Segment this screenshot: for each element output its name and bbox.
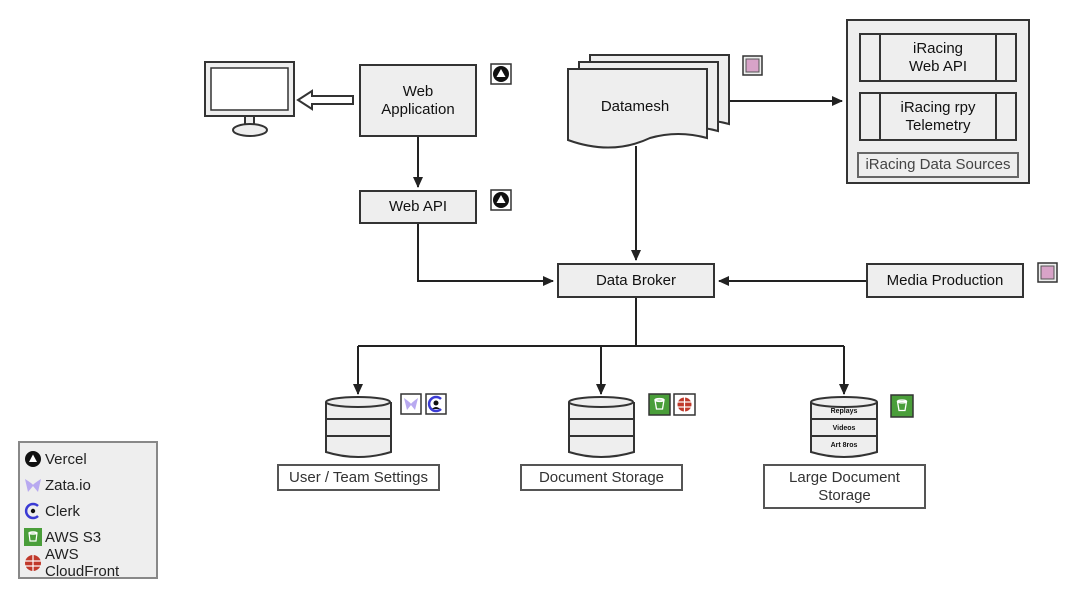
- large-db-row-art: Art 8ros: [831, 442, 858, 449]
- web-api-label: Web API: [388, 198, 448, 215]
- media-production-label: Media Production: [886, 271, 1004, 289]
- aws-cloudfront-icon: [24, 554, 42, 572]
- datamesh-shape: [567, 54, 730, 149]
- large-document-storage-line2: Storage: [818, 486, 871, 504]
- iracing-rpy-line2: Telemetry: [905, 116, 971, 134]
- hollow-arrow-to-monitor: [296, 89, 354, 111]
- iracing-data-sources-label: iRacing Data Sources: [857, 152, 1019, 178]
- legend-label-aws-cloudfront: AWS CloudFront: [45, 546, 120, 580]
- iracing-web-api-line2: Web API: [908, 57, 968, 75]
- monitor-icon: [204, 61, 295, 137]
- clerk-icon: [24, 502, 42, 520]
- arrow-webapi-to-broker: [417, 224, 554, 286]
- web-application-line2: Application: [381, 100, 455, 118]
- legend-item-clerk: Clerk: [24, 500, 80, 522]
- user-db-cylinder: [325, 396, 392, 458]
- zata-icon: [400, 393, 422, 415]
- document-db-cylinder: [568, 396, 635, 458]
- iracing-web-api-line1: iRacing: [912, 39, 964, 57]
- legend: Vercel Zata.io Clerk AWS S3 AWS CloudFro…: [18, 441, 158, 580]
- data-broker-node[interactable]: Data Broker: [557, 263, 715, 298]
- vercel-icon: [490, 189, 512, 211]
- legend-item-zata: Zata.io: [24, 474, 91, 496]
- pink-square-icon: [742, 55, 763, 76]
- clerk-icon: [425, 393, 447, 415]
- iracing-rpy-node[interactable]: iRacing rpy Telemetry: [859, 92, 1017, 141]
- media-production-node[interactable]: Media Production: [866, 263, 1024, 298]
- aws-s3-icon: [648, 393, 671, 416]
- large-db-row-videos: Videos: [833, 425, 856, 432]
- legend-label-aws-s3: AWS S3: [45, 528, 102, 546]
- iracing-rpy-line1: iRacing rpy: [900, 98, 976, 116]
- user-team-settings-label: User / Team Settings: [277, 464, 440, 491]
- vercel-icon: [490, 63, 512, 85]
- aws-s3-icon: [24, 528, 42, 546]
- iracing-data-sources-text: iRacing Data Sources: [865, 156, 1011, 173]
- legend-label-vercel: Vercel: [45, 450, 87, 468]
- large-db-cylinder: Replays Videos Art 8ros: [810, 396, 878, 458]
- web-application-node[interactable]: Web Application: [359, 64, 477, 137]
- large-document-storage-label: Large Document Storage: [763, 464, 926, 509]
- web-api-node[interactable]: Web API: [359, 190, 477, 224]
- iracing-web-api-node[interactable]: iRacing Web API: [859, 33, 1017, 82]
- legend-item-aws-cloudfront: AWS CloudFront: [24, 546, 156, 580]
- large-document-storage-line1: Large Document: [789, 468, 900, 486]
- document-storage-text: Document Storage: [538, 468, 665, 486]
- legend-item-aws-s3: AWS S3: [24, 526, 101, 548]
- datamesh-label: Datamesh: [600, 98, 670, 115]
- document-storage-label: Document Storage: [520, 464, 683, 491]
- zata-icon: [24, 476, 42, 494]
- data-broker-label: Data Broker: [595, 271, 677, 289]
- vercel-icon: [24, 450, 42, 468]
- pink-square-icon: [1037, 262, 1058, 283]
- legend-item-vercel: Vercel: [24, 448, 87, 470]
- legend-label-zata: Zata.io: [45, 476, 91, 494]
- legend-label-clerk: Clerk: [45, 502, 81, 520]
- user-team-settings-text: User / Team Settings: [289, 468, 428, 486]
- large-db-row-replays: Replays: [831, 408, 858, 415]
- aws-cloudfront-icon: [673, 393, 696, 416]
- aws-s3-icon: [890, 394, 914, 418]
- web-application-line1: Web: [402, 82, 434, 100]
